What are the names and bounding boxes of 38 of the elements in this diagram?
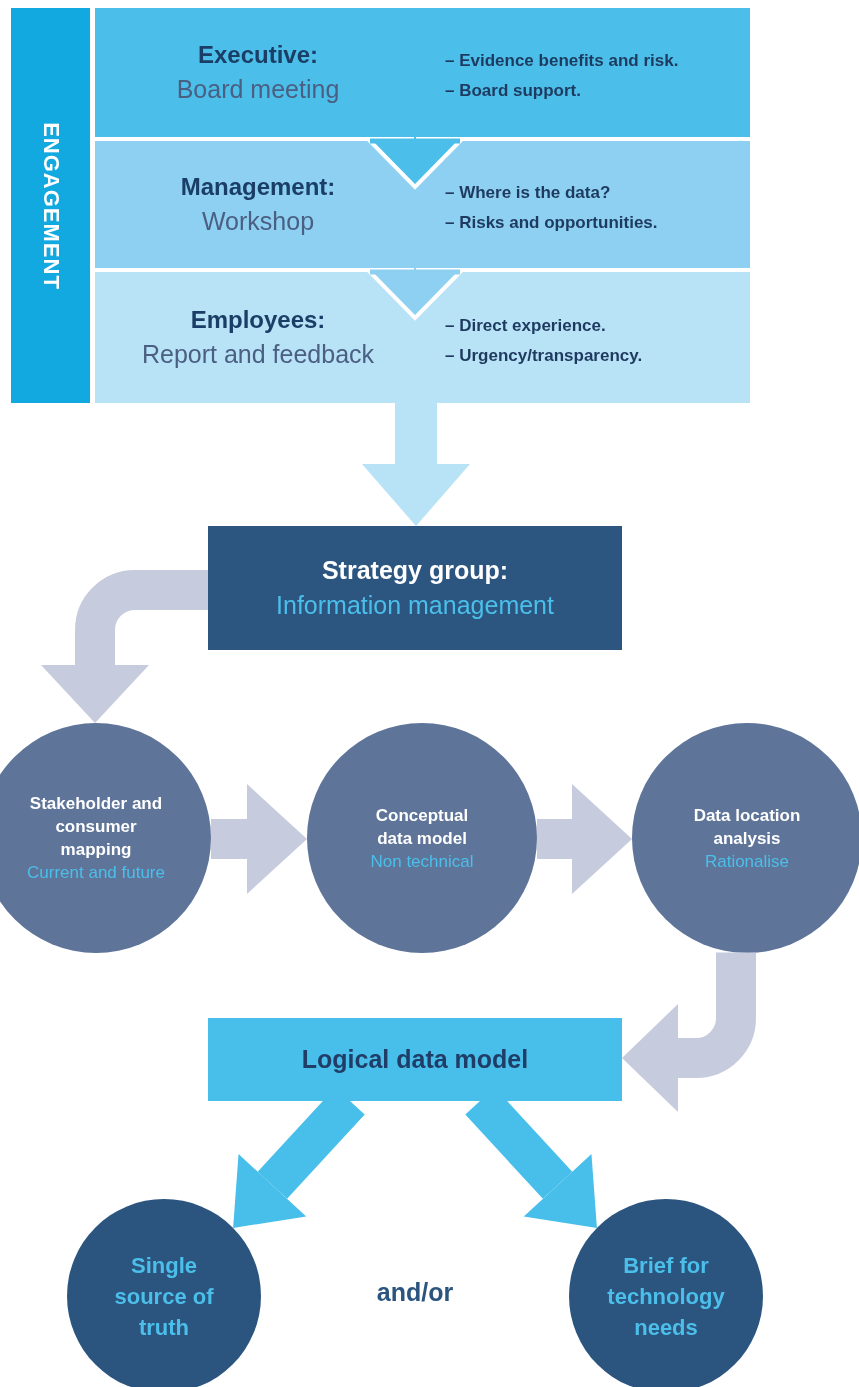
block-arrow bbox=[362, 403, 470, 526]
block-arrow bbox=[211, 784, 307, 894]
block-arrow bbox=[537, 784, 632, 894]
bullet-text: – Where is the data? bbox=[445, 182, 612, 203]
bullet-text: – Evidence benefits and risk. bbox=[445, 50, 680, 71]
block-arrow bbox=[622, 952, 756, 1112]
box-subtitle: Information management bbox=[276, 591, 554, 620]
outcome-text: Single source of truth bbox=[113, 1251, 215, 1342]
step-subtitle: Non technical bbox=[369, 850, 475, 873]
step-subtitle: Rationalise bbox=[703, 850, 791, 873]
process-box bbox=[208, 526, 622, 650]
band-subheading: Report and feedback bbox=[141, 340, 375, 369]
bullet-text: – Direct experience. bbox=[445, 315, 607, 336]
step-title: Data location analysis bbox=[692, 804, 802, 850]
process-box bbox=[208, 1018, 622, 1101]
block-arrow bbox=[41, 570, 208, 723]
bullet-text: – Urgency/transparency. bbox=[445, 345, 644, 366]
bullet-text: – Risks and opportunities. bbox=[445, 212, 659, 233]
connector-word: and/or bbox=[375, 1278, 455, 1307]
bullet-text: – Board support. bbox=[445, 80, 582, 101]
chevron-arrow bbox=[367, 267, 463, 321]
engagement-band bbox=[95, 8, 750, 137]
band-subheading: Board meeting bbox=[176, 75, 340, 104]
band-heading: Executive: bbox=[197, 41, 319, 69]
step-subtitle: Current and future bbox=[26, 862, 166, 884]
step-title: Conceptual data model bbox=[374, 804, 470, 850]
engagement-band bbox=[95, 272, 750, 403]
outcome-text: Brief for technology needs bbox=[606, 1251, 726, 1342]
band-label: ENGAGEMENT bbox=[37, 121, 64, 290]
box-title: Logical data model bbox=[301, 1045, 529, 1074]
band-heading: Management: bbox=[180, 173, 336, 201]
step-title: Stakeholder and consumer mapping bbox=[28, 793, 164, 861]
engagement-band bbox=[95, 141, 750, 268]
box-title: Strategy group: bbox=[321, 556, 509, 585]
band-subheading: Workshop bbox=[201, 207, 315, 236]
side-band bbox=[11, 8, 90, 403]
chevron-arrow bbox=[367, 136, 463, 190]
band-heading: Employees: bbox=[190, 306, 326, 334]
